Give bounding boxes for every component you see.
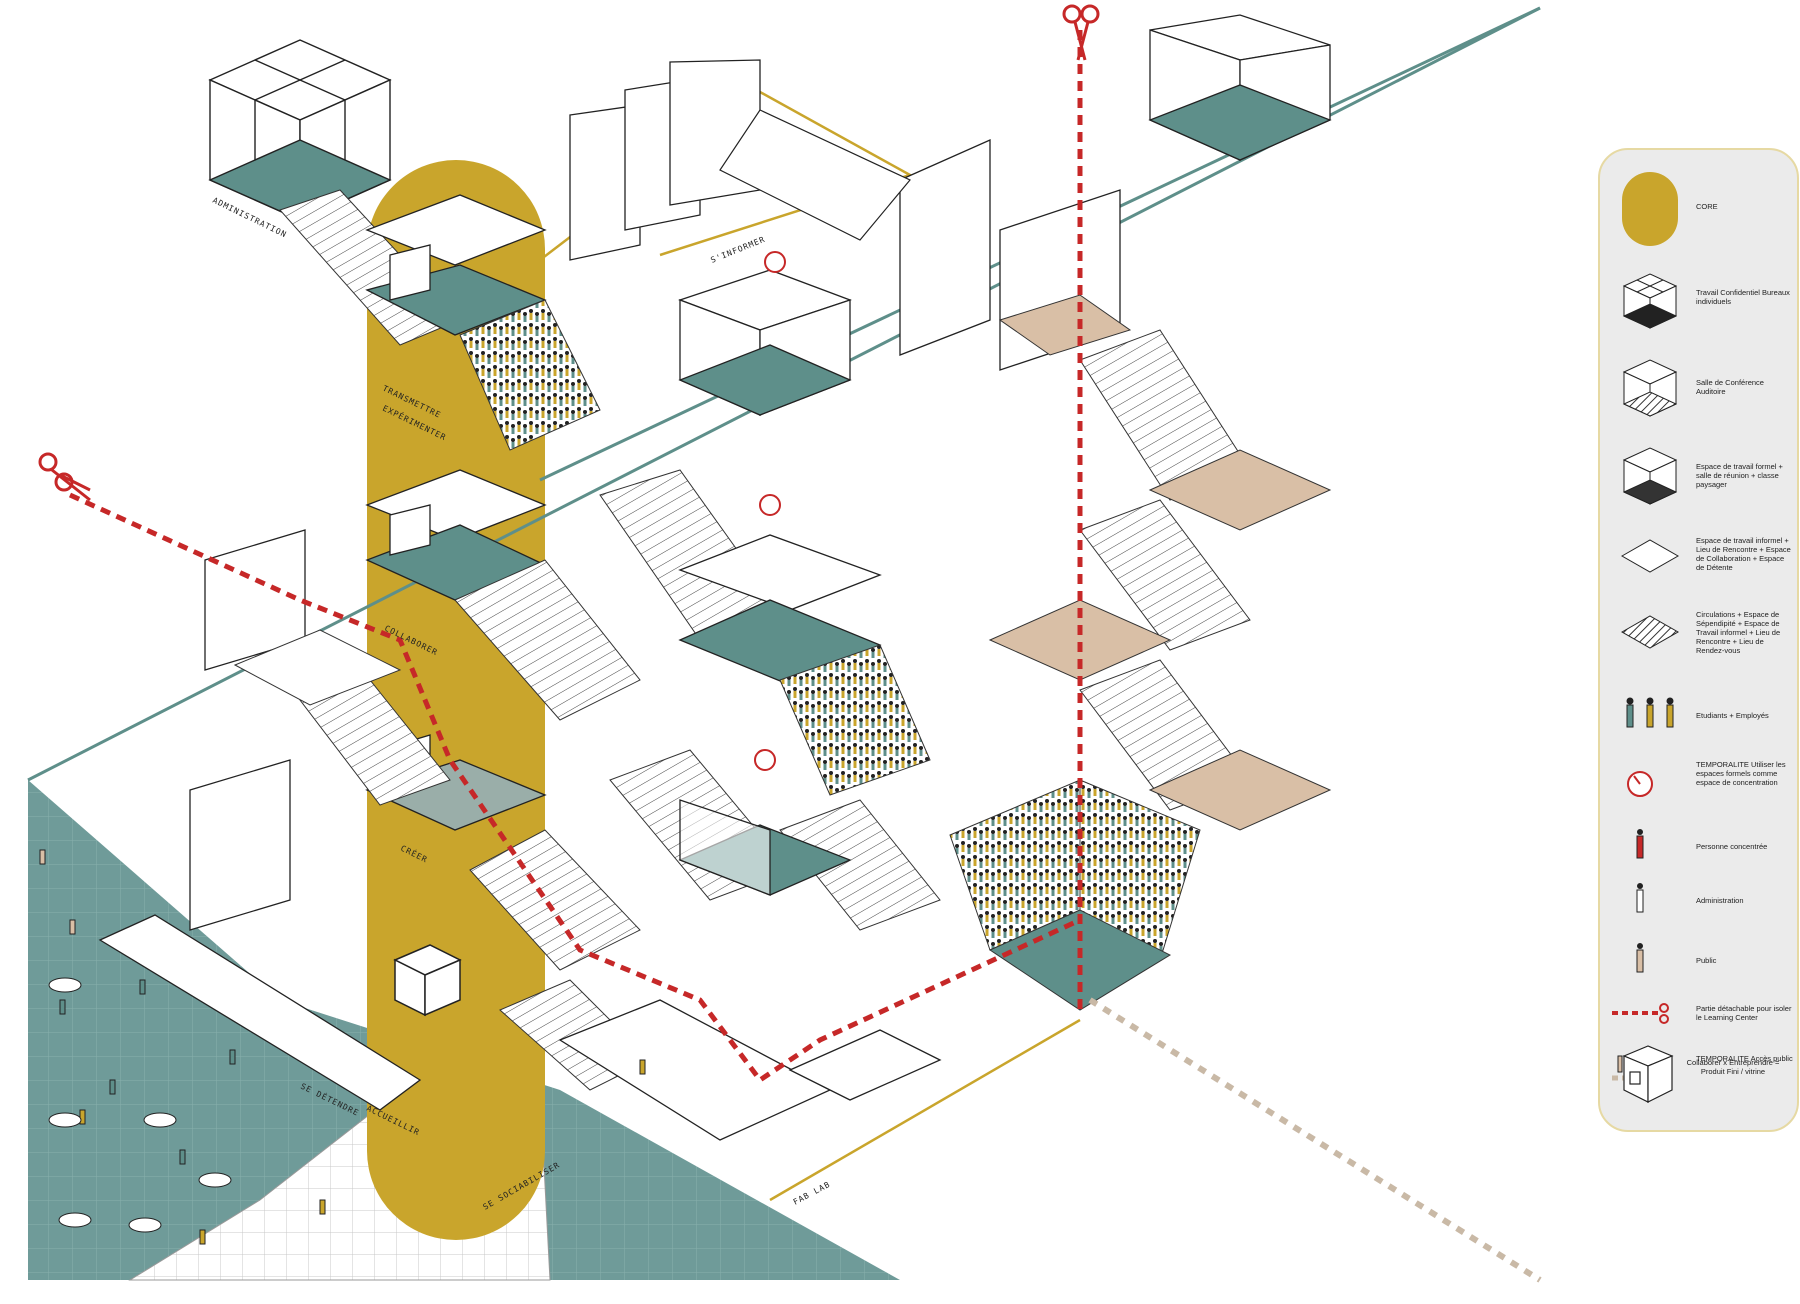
auditorium-stairs-1 <box>459 299 601 451</box>
legend-text-concentrated: Personne concentrée <box>1696 842 1768 851</box>
legend-text-formal: Espace de travail formel + salle de réun… <box>1696 462 1783 489</box>
cube-dark-floor-icon <box>1622 447 1678 505</box>
clock-icon <box>1627 771 1653 797</box>
zone-label-s-informer: S'INFORMER <box>709 235 766 265</box>
scissors-icon <box>38 452 91 502</box>
red-person-icon <box>1636 829 1644 859</box>
double-auditorium <box>949 779 1201 1011</box>
classroom-transmettre <box>365 194 547 336</box>
core-swatch-icon <box>1622 172 1678 246</box>
vitrine-box-icon <box>1622 1045 1674 1103</box>
diamond-outline-icon <box>1620 539 1680 573</box>
legend-text-vitrine: Collaborer x Entreprendre = Produit Fini… <box>1686 1058 1780 1076</box>
admin-person-icon <box>1636 883 1644 913</box>
legend-text-conference: Salle de Conférence Auditoire <box>1696 378 1764 396</box>
cut-lines <box>68 30 1083 1084</box>
cube-stairs-icon <box>1622 359 1678 417</box>
legend-text-admin: Administration <box>1696 896 1744 905</box>
right-stairs <box>1079 329 1251 811</box>
plaza-floor-left <box>28 780 900 1280</box>
scissors-line-icon <box>1612 1003 1669 1024</box>
formal-room-low <box>678 799 852 896</box>
left-informal-floor <box>233 629 402 706</box>
legend-text-core: CORE <box>1696 202 1718 211</box>
plaza-tables <box>48 977 232 1233</box>
legend-text-people: Etudiants + Employés <box>1696 711 1769 720</box>
reading-room <box>719 109 911 241</box>
legend-text-circulation: Circulations + Espace de Sépendipité + E… <box>1696 610 1781 655</box>
clock-icon <box>754 251 786 771</box>
legend-text-temporality: TEMPORALITE Utiliser les espaces formels… <box>1696 760 1786 787</box>
meeting-cube-top <box>1148 14 1332 162</box>
legend-text-public: Public <box>1696 956 1717 965</box>
vitrine-box <box>393 944 462 1017</box>
people-group-icon <box>1626 697 1674 728</box>
plaza-people <box>39 849 646 1245</box>
scissors-icon-top <box>1062 4 1100 61</box>
reception-counter <box>98 914 422 1111</box>
hatched-diamond-icon <box>1620 615 1680 649</box>
public-access-path <box>1088 997 1542 1283</box>
legend-text-confidential: Travail Confidentiel Bureaux individuels <box>1696 288 1790 306</box>
legend-text-informal: Espace de travail informel + Lieu de Ren… <box>1696 536 1791 572</box>
legend-item-vitrine: Collaborer x Entreprendre = Produit Fini… <box>1598 1040 1795 1120</box>
fab-lab <box>558 999 942 1141</box>
left-shelf <box>189 529 306 931</box>
formal-room-top <box>678 269 852 416</box>
legend-panel: CORE Travail Confidentiel Bureaux indivi… <box>1598 148 1799 1132</box>
public-person-icon <box>1636 943 1644 973</box>
legend-text-detachable: Partie détachable pour isoler le Learnin… <box>1696 1004 1792 1022</box>
legend-text-public-access: TEMPORALITE Accès public <box>1696 1054 1793 1063</box>
auditorium-stairs-2 <box>779 644 931 796</box>
informal-tan-floors <box>988 294 1332 831</box>
cube-grid-icon <box>1622 273 1678 329</box>
administration-block <box>208 39 392 222</box>
